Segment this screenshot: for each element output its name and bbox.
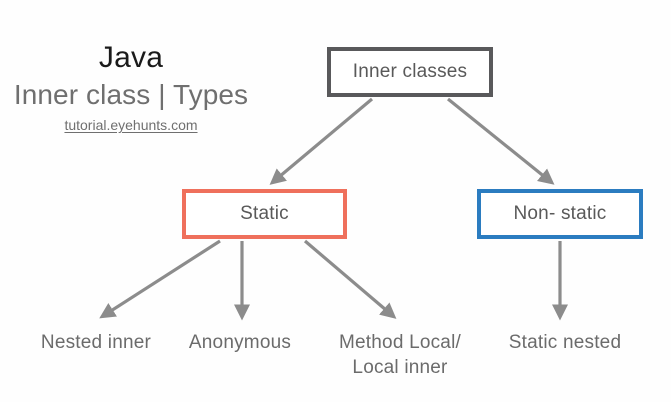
page-title: Java [98,41,164,74]
leaf-anonymous: Anonymous [170,330,310,355]
node-inner-classes-label: Inner classes [352,61,468,82]
leaf-method-local: Method Local/ Local inner [315,330,485,380]
title-block: Java Inner class | Types tutorial.eyehun… [0,40,262,134]
arrow-static-to-nested-inner [99,239,221,319]
node-static[interactable]: Static [182,189,347,239]
leaf-nested-inner: Nested inner [16,330,176,355]
arrow-root-to-static [269,97,374,185]
arrow-root-to-non-static [446,97,555,185]
arrow-static-to-method-local [303,239,397,319]
leaf-static-nested: Static nested [485,330,645,355]
leaf-method-local-label-line1: Method Local/ [339,332,461,353]
leaf-nested-inner-label: Nested inner [40,332,152,353]
node-static-label: Static [240,203,289,224]
leaf-anonymous-label: Anonymous [188,332,292,353]
leaf-method-local-label-line2: Local inner [352,357,448,378]
node-non-static[interactable]: Non- static [477,189,643,239]
page-subtitle: Inner class | Types [13,79,249,110]
leaf-static-nested-label: Static nested [508,332,622,353]
node-non-static-label: Non- static [513,203,607,224]
source-url-link[interactable]: tutorial.eyehunts.com [64,117,198,133]
node-inner-classes[interactable]: Inner classes [327,47,493,97]
